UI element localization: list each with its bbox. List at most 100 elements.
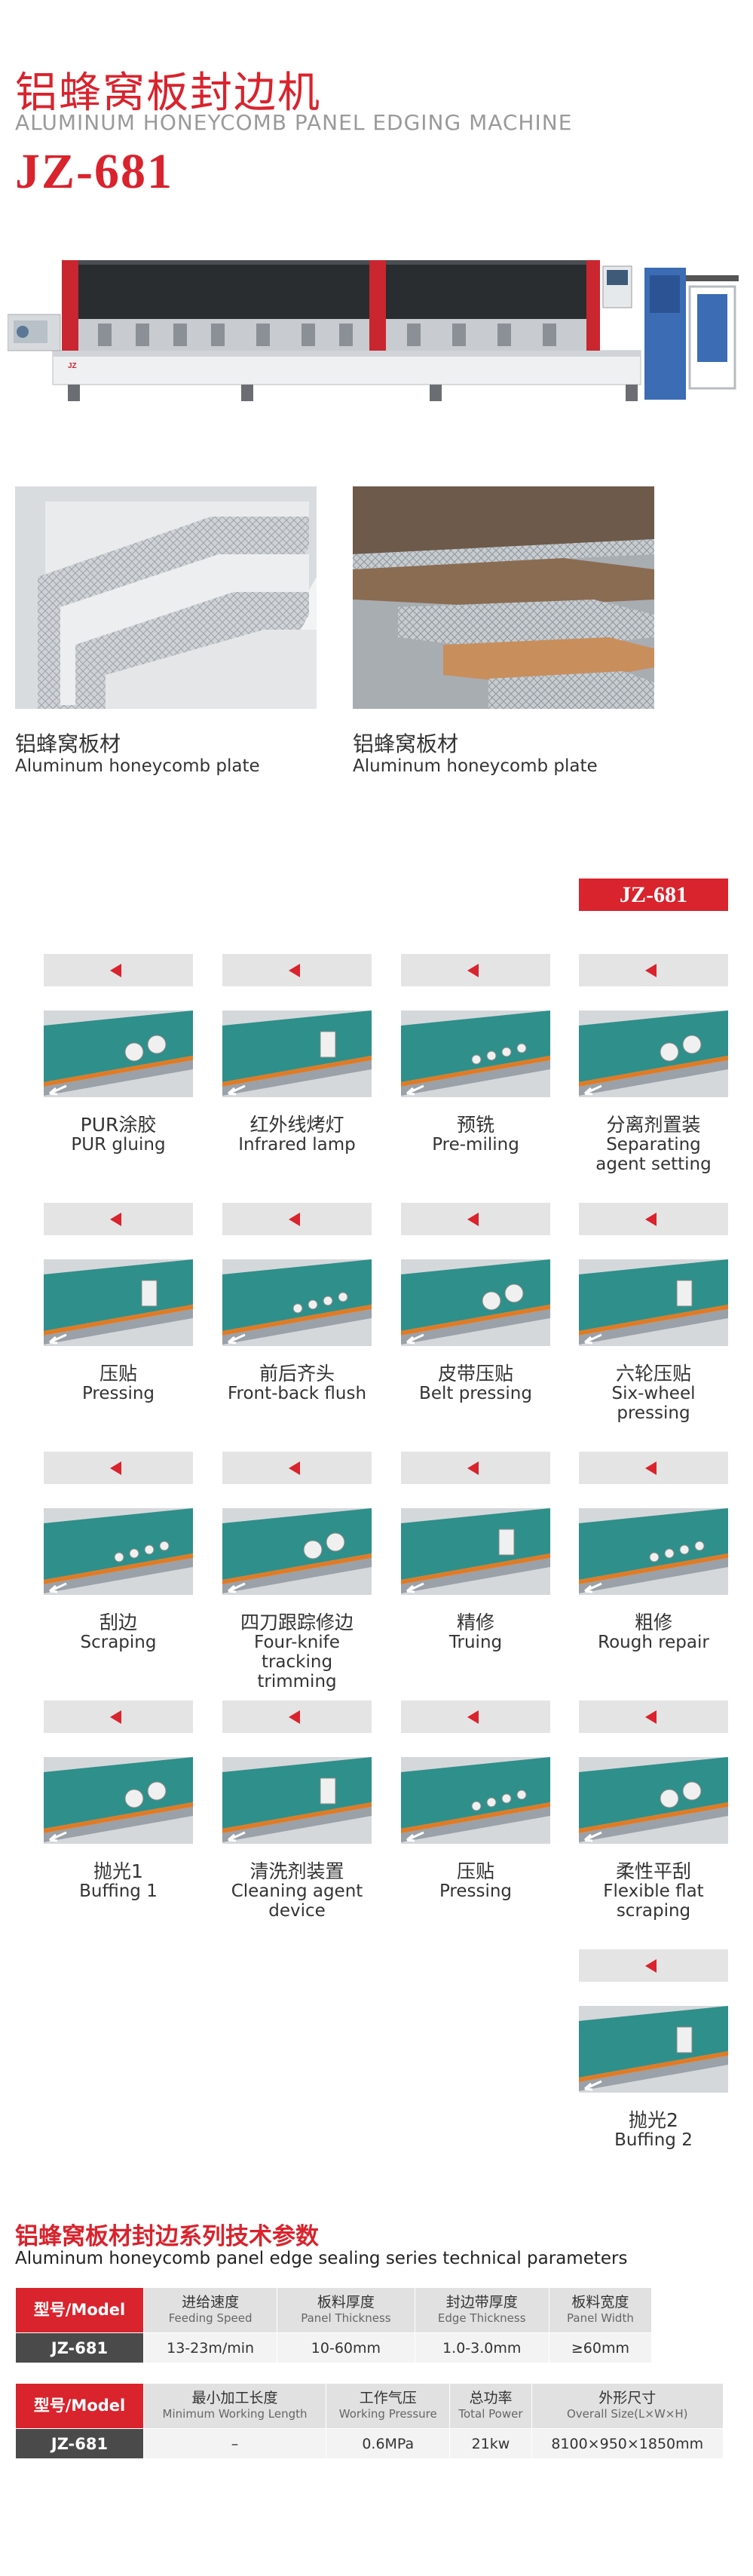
model-cell: JZ-681 [15,2332,144,2363]
spec-value: 13-23m/min [142,2332,278,2363]
arrow-left-icon [645,1959,657,1973]
edging-machine-image: JZ [8,260,739,401]
process-step-diagram [222,1259,372,1346]
arrow-left-icon [645,1710,657,1724]
process-step-diagram [579,1010,728,1097]
arrow-left-icon [645,964,657,977]
step-arrow-bar [401,1700,550,1733]
step-label-en: Buffing 2 [614,2130,693,2150]
svg-text:JZ: JZ [68,362,77,370]
material-label-cn-1: 铝蜂窝板材 [15,731,121,756]
process-step-diagram [401,1757,550,1844]
step-label-en: PUR gluing [71,1135,166,1155]
step-label-en: Infrared lamp [238,1135,356,1155]
process-model-badge: JZ-681 [579,879,728,911]
arrow-left-icon [289,1461,300,1475]
step-label-cn: 前后齐头 [259,1363,335,1385]
process-step-diagram [44,1508,193,1595]
step-arrow-bar [401,1203,550,1235]
process-step-diagram [222,1010,372,1097]
step-label-en: Rough repair [598,1633,709,1652]
step-label-en: Pressing [81,1384,155,1403]
step-label-cn: 清洗剂装置 [249,1860,344,1882]
model-header: 型号/Model [15,2287,144,2333]
step-label-cn: 精修 [456,1612,494,1633]
process-step-diagram [579,1757,728,1844]
arrow-left-icon [467,1710,479,1724]
step-arrow-bar [401,954,550,986]
arrow-left-icon [645,1213,657,1226]
step-label-cn: 皮带压贴 [437,1363,513,1385]
step-arrow-bar [579,954,728,986]
step-label-en: Front-back flush [227,1384,367,1403]
step-label-cn: 柔性平刮 [615,1860,691,1882]
table-row: JZ-681 – 0.6MPa 21kw 8100×950×1850mm [15,2428,724,2459]
spec-value: 10-60mm [277,2332,415,2363]
step-label-en: Truing [448,1633,503,1652]
step-label-cn: 分离剂置装 [606,1114,701,1136]
step-label-cn: 预铣 [456,1114,494,1136]
model-number: JZ-681 [15,144,173,199]
arrow-left-icon [289,964,300,977]
step-arrow-bar [44,954,193,986]
step-label-cn: 压贴 [99,1363,137,1385]
process-step-diagram [579,1259,728,1346]
process-step-diagram [579,2006,728,2093]
arrow-left-icon [289,1710,300,1724]
process-step-diagram [222,1757,372,1844]
params-subtitle: Aluminum honeycomb panel edge sealing se… [15,2249,628,2268]
step-arrow-bar [579,1700,728,1733]
step-label-cn: 红外线烤灯 [249,1114,344,1136]
step-label-en: Belt pressing [419,1384,532,1403]
arrow-left-icon [110,1213,121,1226]
spec-value: 21kw [449,2428,532,2459]
step-label-en: Flexible flat scraping [603,1881,704,1921]
step-arrow-bar [222,1700,372,1733]
arrow-left-icon [645,1461,657,1475]
process-step-diagram [401,1010,550,1097]
step-label-cn: 压贴 [456,1860,494,1882]
step-label-en: Scraping [80,1633,157,1652]
step-arrow-bar [44,1452,193,1484]
arrow-left-icon [289,1213,300,1226]
process-step-diagram [44,1010,193,1097]
step-arrow-bar [222,954,372,986]
step-arrow-bar [222,1203,372,1235]
process-step-diagram [579,1508,728,1595]
step-label-cn: 抛光1 [93,1860,143,1882]
step-label-en: Pressing [439,1881,513,1901]
honeycomb-plate-photo-wood [353,486,654,709]
arrow-left-icon [467,1461,479,1475]
spec-value: ≥60mm [548,2332,653,2363]
spec-value: 0.6MPa [326,2428,451,2459]
process-step-diagram [222,1508,372,1595]
step-label-en: Separating agent setting [595,1135,712,1174]
material-label-cn-2: 铝蜂窝板材 [353,731,459,756]
step-arrow-bar [579,1452,728,1484]
params-title: 铝蜂窝板材封边系列技术参数 [15,2223,319,2250]
step-label-cn: 刮边 [99,1612,137,1633]
table-row: JZ-681 13-23m/min 10-60mm 1.0-3.0mm ≥60m… [15,2332,653,2363]
step-arrow-bar [222,1452,372,1484]
page-title: 铝蜂窝板封边机 [15,69,321,118]
spec-value: 8100×950×1850mm [531,2428,724,2459]
step-label-en: Cleaning agent device [231,1881,363,1921]
material-label-en-1: Aluminum honeycomb plate [15,756,260,776]
step-label-cn: 抛光2 [629,2109,678,2131]
arrow-left-icon [467,964,479,977]
step-label-en: Buffing 1 [79,1881,158,1901]
